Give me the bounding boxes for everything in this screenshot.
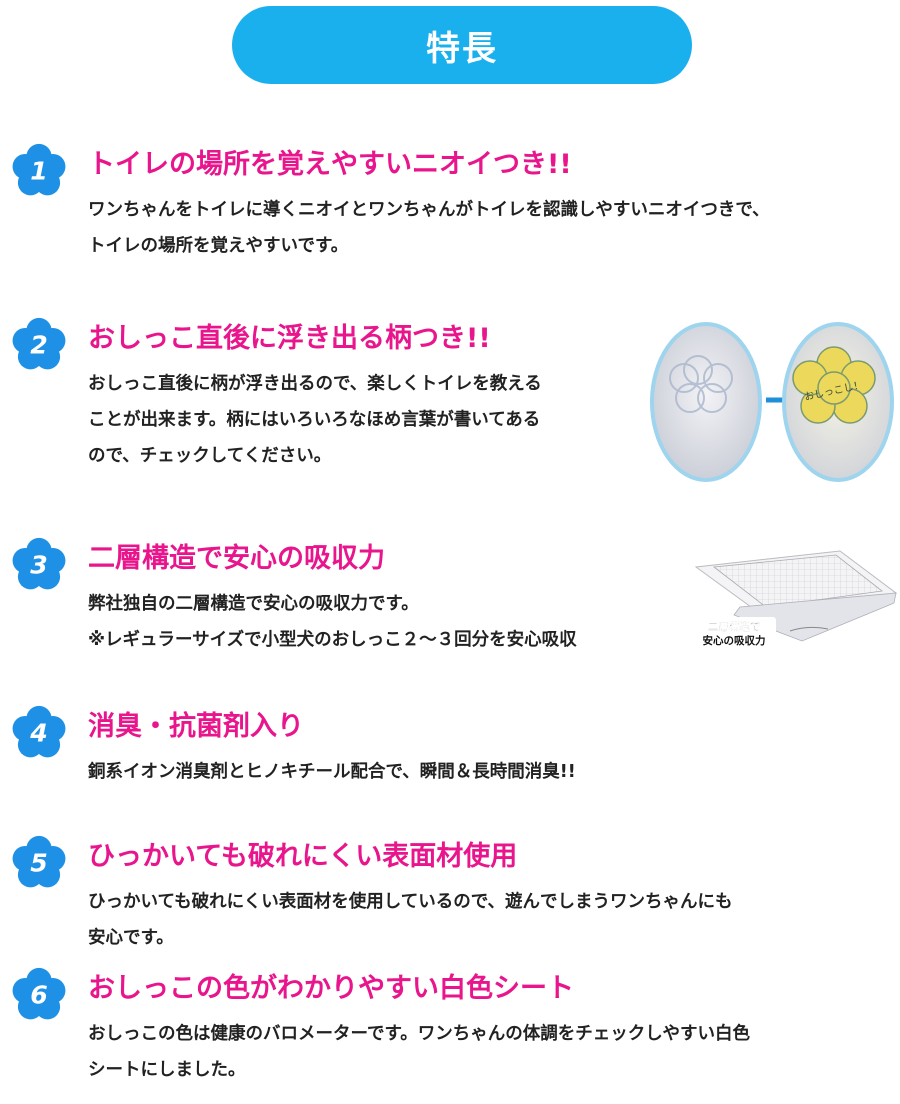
feature-number: 6	[30, 981, 48, 1010]
description-line: おしっこの色は健康のバロメーターです。ワンちゃんの体調をチェックしやすい白色	[88, 1024, 751, 1044]
description-line: シートにしました。	[88, 1060, 246, 1080]
feature-description: 銅系イオン消臭剤とヒノキチール配合で、瞬間＆長時間消臭!!	[88, 754, 576, 790]
feature-title: 消臭・抗菌剤入り	[88, 711, 304, 742]
flower-number-icon: 2	[12, 317, 66, 370]
feature-title: トイレの場所を覚えやすいニオイつき!!	[88, 149, 572, 180]
feature-title: おしっこ直後に浮き出る柄つき!!	[88, 323, 491, 354]
description-line: 安心です。	[88, 928, 174, 948]
description-line: 銅系イオン消臭剤とヒノキチール配合で、瞬間＆長時間消臭!!	[88, 762, 576, 782]
description-line: ひっかいても破れにくい表面材を使用しているので、遊んでしまうワンちゃんにも	[88, 892, 733, 912]
pattern-appearing-image: おしっこし！	[650, 322, 894, 482]
feature-description: ひっかいても破れにくい表面材を使用しているので、遊んでしまうワンちゃんにも 安心…	[88, 884, 733, 956]
feature-number: 1	[30, 157, 48, 186]
flower-number-icon: 5	[12, 835, 66, 888]
layer-label-line-2: 安心の吸収力	[703, 634, 766, 647]
feature-description: おしっこの色は健康のバロメーターです。ワンちゃんの体調をチェックしやすい白色 シ…	[88, 1016, 750, 1088]
flower-number-icon: 6	[12, 967, 66, 1020]
feature-description: おしっこ直後に柄が浮き出るので、楽しくトイレを教える ことが出来ます。柄にはいろ…	[88, 366, 542, 474]
feature-number: 5	[30, 849, 48, 878]
feature-description: ワンちゃんをトイレに導くニオイとワンちゃんがトイレを認識しやすいニオイつきで、 …	[88, 192, 770, 264]
description-line: ※レギュラーサイズで小型犬のおしっこ２～３回分を安心吸収	[88, 630, 577, 650]
flower-number-icon: 1	[12, 143, 66, 196]
feature-title: 二層構造で安心の吸収力	[88, 543, 385, 574]
feature-number: 2	[30, 331, 48, 360]
description-line: ワンちゃんをトイレに導くニオイとワンちゃんがトイレを認識しやすいニオイつきで、	[88, 200, 770, 220]
feature-number: 4	[29, 719, 48, 748]
description-line: 弊社独自の二層構造で安心の吸収力です。	[88, 594, 419, 614]
description-line: ので、チェックしてください。	[88, 446, 332, 466]
section-title: 特長	[426, 28, 498, 69]
description-line: ことが出来ます。柄にはいろいろなほめ言葉が書いてある	[88, 410, 541, 430]
feature-description: 弊社独自の二層構造で安心の吸収力です。 ※レギュラーサイズで小型犬のおしっこ２～…	[88, 586, 577, 658]
layer-label-line-1: 二層構造で	[708, 620, 761, 633]
feature-title: ひっかいても破れにくい表面材使用	[88, 841, 518, 872]
feature-number: 3	[30, 551, 48, 580]
description-line: おしっこ直後に柄が浮き出るので、楽しくトイレを教える	[88, 374, 542, 394]
description-line: トイレの場所を覚えやすいです。	[88, 236, 349, 256]
flower-number-icon: 3	[12, 537, 66, 590]
two-layer-sheet-image: 二層構造で 安心の吸収力	[694, 550, 898, 649]
feature-title: おしっこの色がわかりやすい白色シート	[88, 973, 574, 1004]
section-header: 特長	[232, 6, 692, 84]
flower-number-icon: 4	[12, 705, 66, 758]
